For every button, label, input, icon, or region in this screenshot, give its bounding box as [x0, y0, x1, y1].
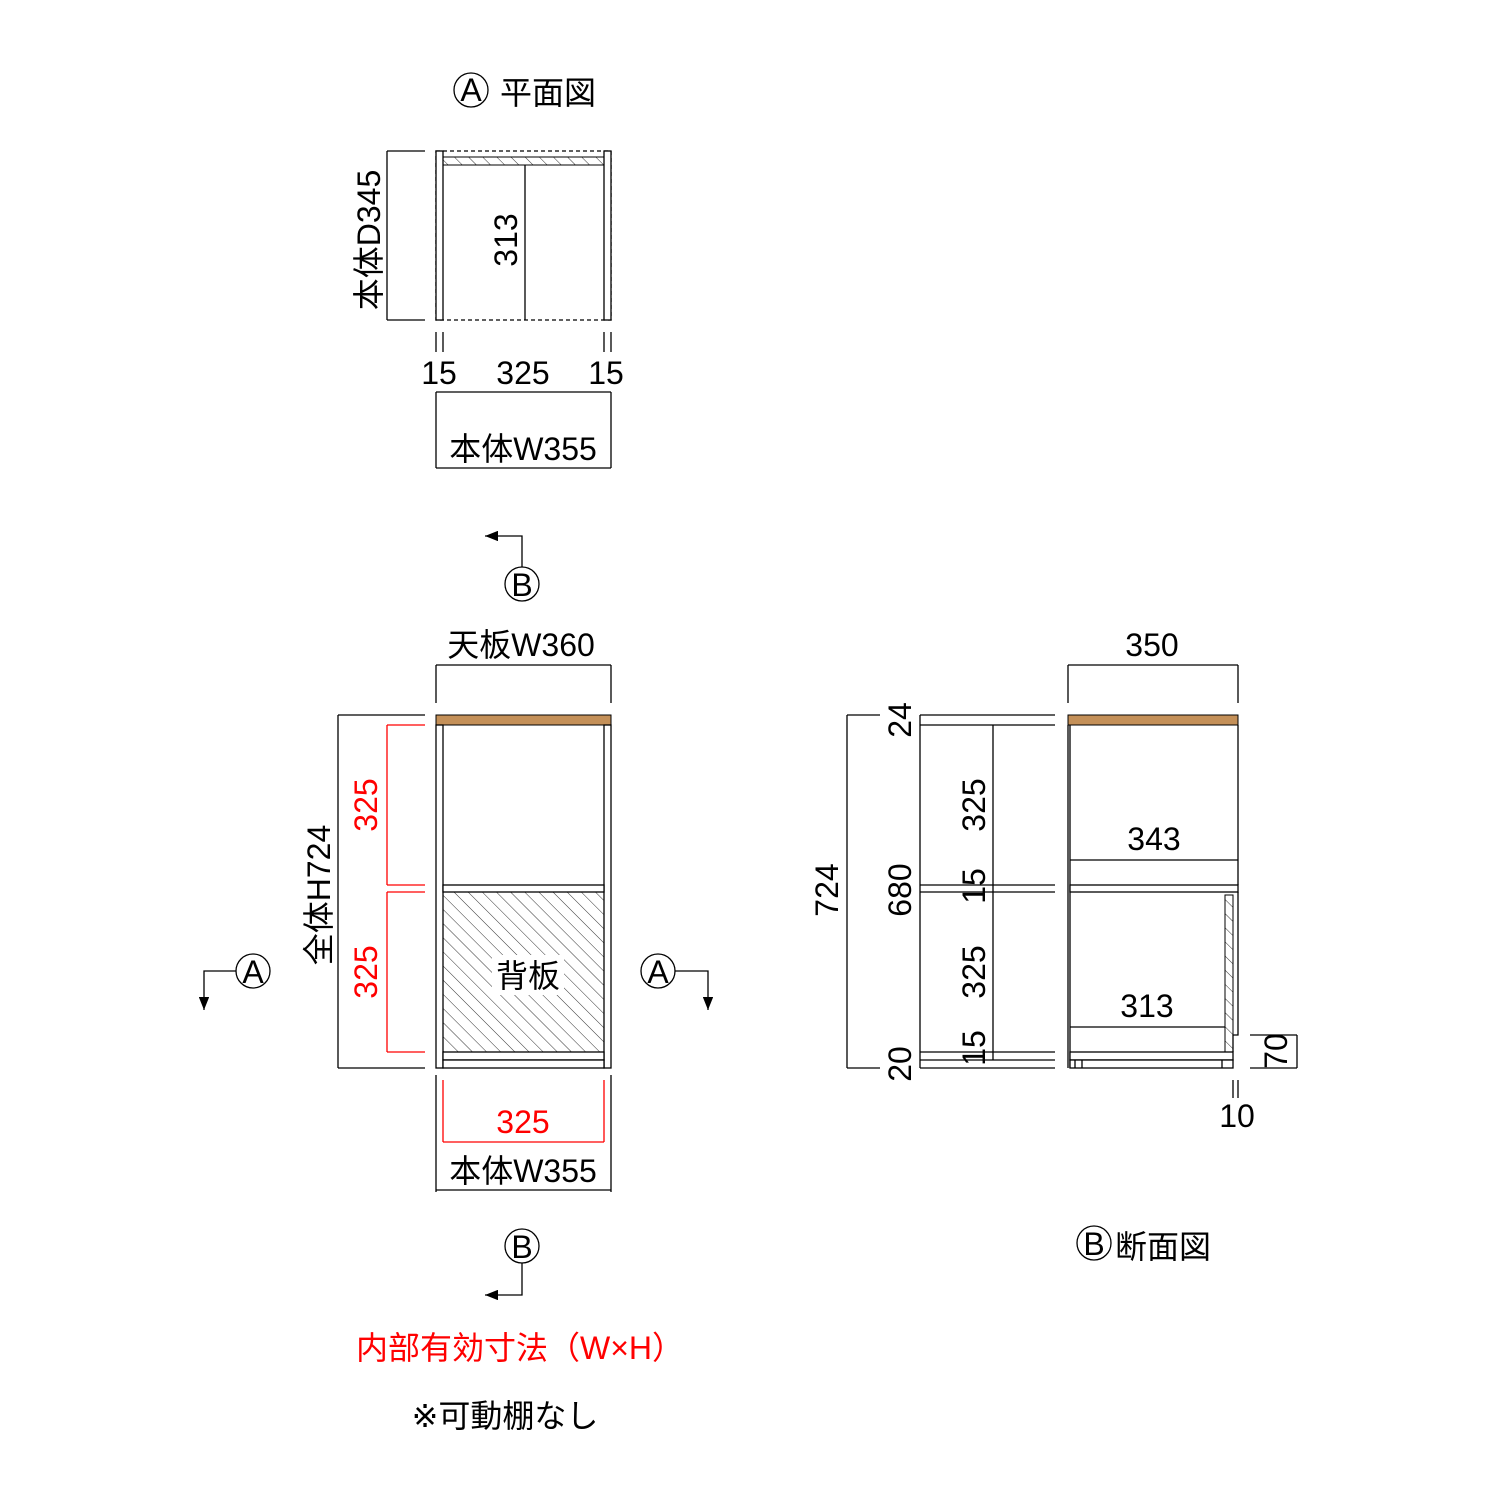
- inner-width: 325: [496, 1104, 549, 1140]
- lower-depth: 313: [1120, 988, 1173, 1024]
- base: [442, 1059, 605, 1069]
- plan-inner-depth: 313: [488, 213, 524, 266]
- top-depth: 350: [1125, 627, 1178, 663]
- plan-left-side: [435, 150, 444, 321]
- plan-right-side-dim: 15: [588, 355, 624, 391]
- section-back-panel: [1224, 894, 1234, 1053]
- bottom-thickness: 15: [956, 1030, 992, 1066]
- section-lower-height: 325: [956, 945, 992, 998]
- section-upper-height: 325: [956, 778, 992, 831]
- section-marker-b-top: B: [511, 567, 532, 603]
- section-top-board: [1067, 714, 1239, 726]
- inner-dims-note: 内部有効寸法（W×H）: [356, 1330, 684, 1366]
- lower-inner-height: 325: [348, 945, 384, 998]
- plan-title: A 平面図: [453, 72, 596, 111]
- shelf-thickness: 15: [956, 868, 992, 904]
- plan-right-side: [603, 150, 612, 321]
- section-total-height: 724: [809, 863, 845, 916]
- left-side-panel: [435, 724, 444, 1069]
- plan-marker: A: [460, 72, 482, 108]
- plan-depth-label: 本体D345: [351, 170, 387, 311]
- section-marker-a-left: A: [242, 954, 264, 990]
- total-height-label: 全体H724: [301, 825, 337, 966]
- section-marker: B: [1083, 1226, 1104, 1262]
- upper-depth: 343: [1127, 821, 1180, 857]
- plan-title-text: 平面図: [500, 75, 596, 111]
- plan-inner-width: 325: [496, 355, 549, 391]
- right-side-panel: [603, 724, 612, 1069]
- plan-outline: [435, 150, 612, 321]
- plinth-height: 70: [1258, 1033, 1294, 1069]
- section-marker-a-right: A: [647, 954, 669, 990]
- no-shelf-note: ※可動棚なし: [412, 1398, 599, 1434]
- plan-back-panel: [442, 156, 605, 166]
- plan-width-label: 本体W355: [449, 431, 597, 467]
- fixed-shelf: [442, 884, 605, 893]
- bottom-board: [442, 1051, 605, 1061]
- plinth-setback: 10: [1219, 1098, 1255, 1134]
- section-marker-circle: [453, 72, 489, 108]
- body-height: 680: [882, 863, 918, 916]
- section-title: 断面図: [1115, 1229, 1211, 1265]
- base-height: 20: [882, 1046, 918, 1082]
- top-width-label: 天板W360: [447, 627, 595, 663]
- plan-view: A 平面図 313 本体D345 15 325 15 本体W355: [351, 72, 624, 469]
- upper-inner-height: 325: [348, 778, 384, 831]
- section-view: 350 343 313 724 24 680 20 325 15 325 15 …: [809, 627, 1298, 1265]
- section-shelf: [1069, 884, 1239, 893]
- section-marker-b-bottom: B: [511, 1229, 532, 1265]
- back-panel-label: 背板: [496, 958, 560, 994]
- body-width-label: 本体W355: [449, 1153, 597, 1189]
- top-board: [435, 714, 612, 726]
- plan-left-side-dim: 15: [421, 355, 457, 391]
- front-view: B B A A 天板W360 背板 全体H724 325 325 325 本体W…: [198, 530, 714, 1301]
- top-thickness: 24: [882, 702, 918, 738]
